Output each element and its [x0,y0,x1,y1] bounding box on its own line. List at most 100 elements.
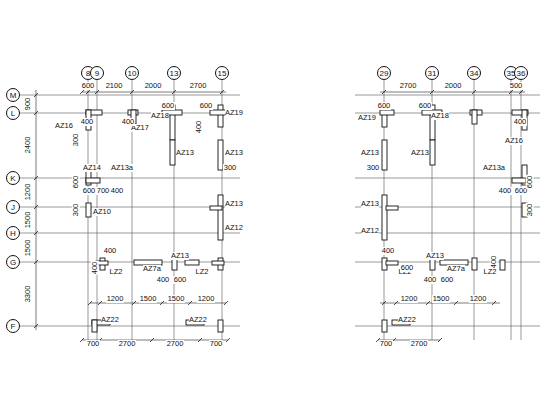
axis-number: 34 [470,69,479,78]
dimension-text: 400 [156,276,170,284]
dimension-text: 600 [440,276,454,284]
dimension-tick [34,324,38,328]
dimension-text: 1500 [432,295,450,303]
dimension-tick [220,90,224,94]
member-tag: AZ12 [361,227,380,235]
member-tag: AZ13 [361,200,380,208]
dimension-text: 600 [199,102,213,110]
dimension-text: 1200 [106,295,124,303]
dimension-text: 2700 [166,340,184,348]
axis-bubble: 15 [215,66,229,80]
axis-number: G [10,258,16,267]
axis-bubble: F [6,319,20,333]
dimension-text: 300 [72,203,80,217]
dimension-tick [426,301,430,305]
dimension-text: 2000 [144,82,162,90]
dimension-text: 400 [498,187,512,195]
dimension-text: 300 [72,133,80,147]
dimension-text: 1500 [24,239,32,257]
member-tag: AZ13 [411,149,430,157]
axis-line [20,178,240,179]
dimension-tick [80,90,84,94]
dimension-tick [130,90,134,94]
dimension-tick [80,338,84,342]
dimension-text: 600 [400,264,414,272]
member-tag: AZ19 [225,109,244,117]
dimension-text: 700 [86,340,100,348]
dimension-tick [382,90,386,94]
dimension-text: 700 [209,340,223,348]
dimension-tick [98,301,102,305]
wall-column [430,140,435,165]
member-tag: AZ13 [171,252,190,260]
dimension-tick [86,90,90,94]
member-tag: AZ13 [225,200,244,208]
axis-bubble: 29 [377,66,391,80]
member-tag: AZ22 [101,316,120,324]
axis-number: M [10,91,17,100]
wall-column [185,260,199,265]
wall-column [92,320,97,332]
member-tag: AZ13a [482,164,505,172]
dimension-text: 400 [103,247,117,255]
dimension-line [82,92,226,93]
member-tag: AZ13 [225,149,244,157]
member-tag: AZ18 [151,112,170,120]
axis-number: 36 [517,69,526,78]
wall-column [386,261,398,265]
axis-number: 13 [170,69,179,78]
member-tag: AZ7a [447,265,466,273]
wall-column [512,178,526,183]
dimension-tick [34,205,38,209]
wall-column [382,140,387,170]
dimension-text: 400 [513,118,527,126]
dimension-text: 400 [80,118,94,126]
member-tag: AZ18 [431,112,450,120]
wall-column [386,206,398,210]
dimension-tick [88,301,92,305]
gridlines [20,80,540,340]
dimension-text: 400 [110,187,124,195]
dimension-line [82,340,228,341]
dimension-line [380,92,525,93]
dimension-text: 2400 [24,136,32,154]
axis-bubble: L [6,106,20,120]
dimension-text: 1200 [24,183,32,201]
member-tag: LZ2 [195,268,209,276]
dimension-lines [34,90,525,342]
dimension-tick [454,301,458,305]
axis-number: 29 [380,69,389,78]
dimension-text: 1500 [139,295,157,303]
dimension-text: 400 [91,261,99,275]
dimension-text: 400 [490,255,498,269]
dimension-tick [430,90,434,94]
dimension-text: 600 [526,175,534,189]
dimension-text: 3300 [24,285,32,303]
member-tag: AZ16 [55,122,74,130]
axis-number: H [10,229,16,238]
dimension-text: 2700 [410,340,428,348]
dimension-text: 600 [72,175,80,189]
dimension-tick [34,111,38,115]
member-tag: AZ19 [358,114,377,122]
dimension-text: 300 [526,203,534,217]
dimension-tick [394,301,398,305]
wall-column [472,258,477,270]
axis-bubble: J [6,200,20,214]
axis-bubble: 9 [90,66,104,80]
axis-number: 31 [428,69,437,78]
dimension-tick [132,301,136,305]
dimension-tick [224,301,228,305]
dimension-text: 2100 [105,82,123,90]
dimension-tick [188,301,192,305]
dimension-text: 1200 [197,295,215,303]
member-tag: LZ2 [483,268,497,276]
wall-column [380,110,394,115]
dimension-text: 2700 [399,82,417,90]
dimension-tick [150,338,154,342]
dimension-text: 1200 [400,295,418,303]
member-tag: AZ12 [225,224,244,232]
axis-number: 15 [218,69,227,78]
dimension-text: 400 [121,118,135,126]
